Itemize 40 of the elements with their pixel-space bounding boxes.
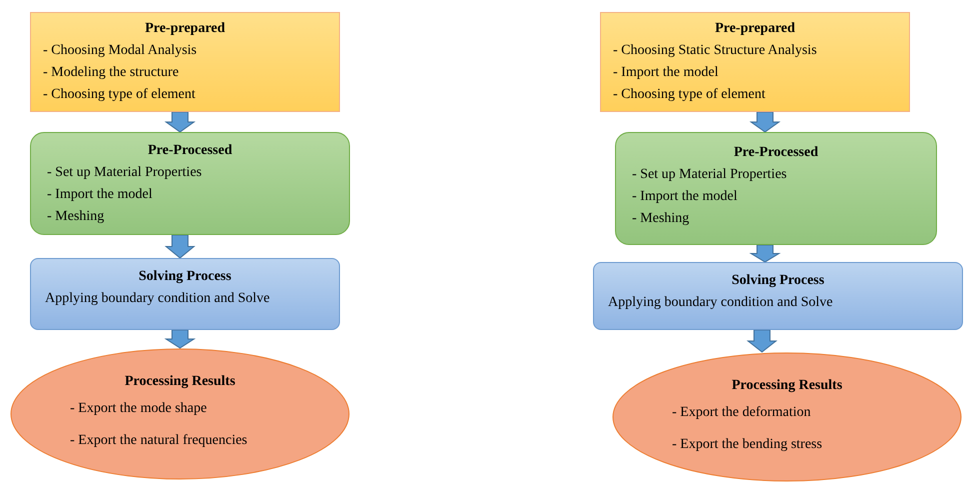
step-text: - Choosing type of element xyxy=(613,86,766,104)
box-heading: Processing Results xyxy=(124,374,236,390)
box-heading: Processing Results xyxy=(730,378,844,394)
step-text: - Meshing xyxy=(632,210,690,228)
box-heading: Pre-Processed xyxy=(146,143,234,159)
block-arrow xyxy=(746,330,778,353)
step-text: - Choosing Modal Analysis xyxy=(43,42,198,60)
process-box xyxy=(600,12,910,112)
step-text: - Set up Material Properties xyxy=(47,164,203,182)
block-arrow xyxy=(749,112,781,133)
block-arrow xyxy=(749,244,781,263)
result-ellipse xyxy=(612,352,962,482)
process-box xyxy=(593,262,963,330)
step-text: Applying boundary condition and Solve xyxy=(45,290,271,308)
step-text: - Set up Material Properties xyxy=(632,166,788,184)
process-box xyxy=(615,132,937,245)
step-text: - Choosing type of element xyxy=(43,86,196,104)
step-text: Applying boundary condition and Solve xyxy=(608,294,834,312)
step-text: - Export the natural frequencies xyxy=(70,432,248,450)
step-text: - Import the model xyxy=(613,64,720,82)
block-arrow xyxy=(164,330,196,349)
box-heading: Pre-prepared xyxy=(144,21,226,37)
process-box xyxy=(30,12,340,112)
step-text: - Export the deformation xyxy=(672,404,812,422)
step-text: - Choosing Static Structure Analysis xyxy=(613,42,818,60)
step-text: - Modeling the structure xyxy=(43,64,180,82)
step-text: - Export the bending stress xyxy=(672,436,824,454)
box-heading: Pre-prepared xyxy=(714,21,796,37)
process-box xyxy=(30,258,340,330)
result-ellipse xyxy=(10,348,350,480)
block-arrow xyxy=(164,234,196,259)
step-text: - Export the mode shape xyxy=(70,400,208,418)
process-box xyxy=(30,132,350,235)
box-heading: Solving Process xyxy=(730,273,826,289)
box-heading: Pre-Processed xyxy=(732,145,820,161)
step-text: - Import the model xyxy=(47,186,154,204)
box-heading: Solving Process xyxy=(138,269,232,285)
step-text: - Import the model xyxy=(632,188,738,206)
step-text: - Meshing xyxy=(47,208,106,226)
block-arrow xyxy=(164,112,196,133)
